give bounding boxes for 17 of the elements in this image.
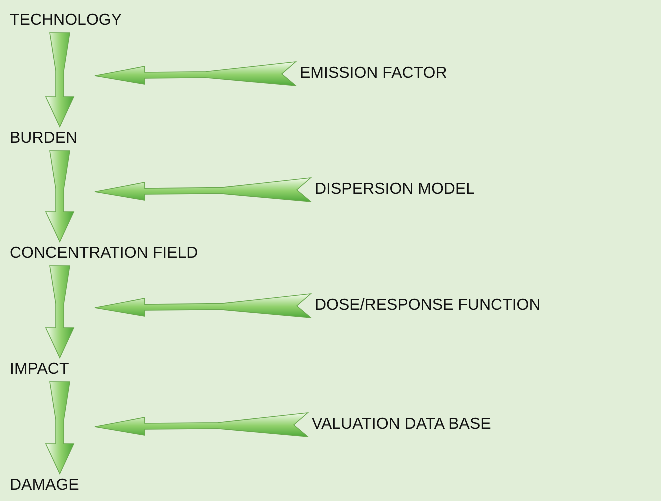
node-label: EMISSION FACTOR (300, 65, 448, 83)
node-label: CONCENTRATION FIELD (10, 245, 198, 263)
node-label: BURDEN (10, 130, 78, 148)
block-arrow (94, 61, 298, 87)
node-label: TECHNOLOGY (10, 12, 122, 30)
block-arrow (94, 412, 310, 438)
node-label: DOSE/RESPONSE FUNCTION (315, 297, 541, 315)
block-arrow (94, 293, 312, 319)
block-arrow (94, 177, 312, 203)
block-arrow (45, 32, 75, 128)
block-arrow (45, 150, 75, 243)
node-label: DISPERSION MODEL (315, 181, 476, 199)
block-arrow (45, 266, 75, 359)
node-label: VALUATION DATA BASE (312, 416, 492, 434)
block-arrow (45, 382, 75, 475)
node-label: IMPACT (10, 361, 70, 379)
node-label: DAMAGE (10, 477, 80, 495)
